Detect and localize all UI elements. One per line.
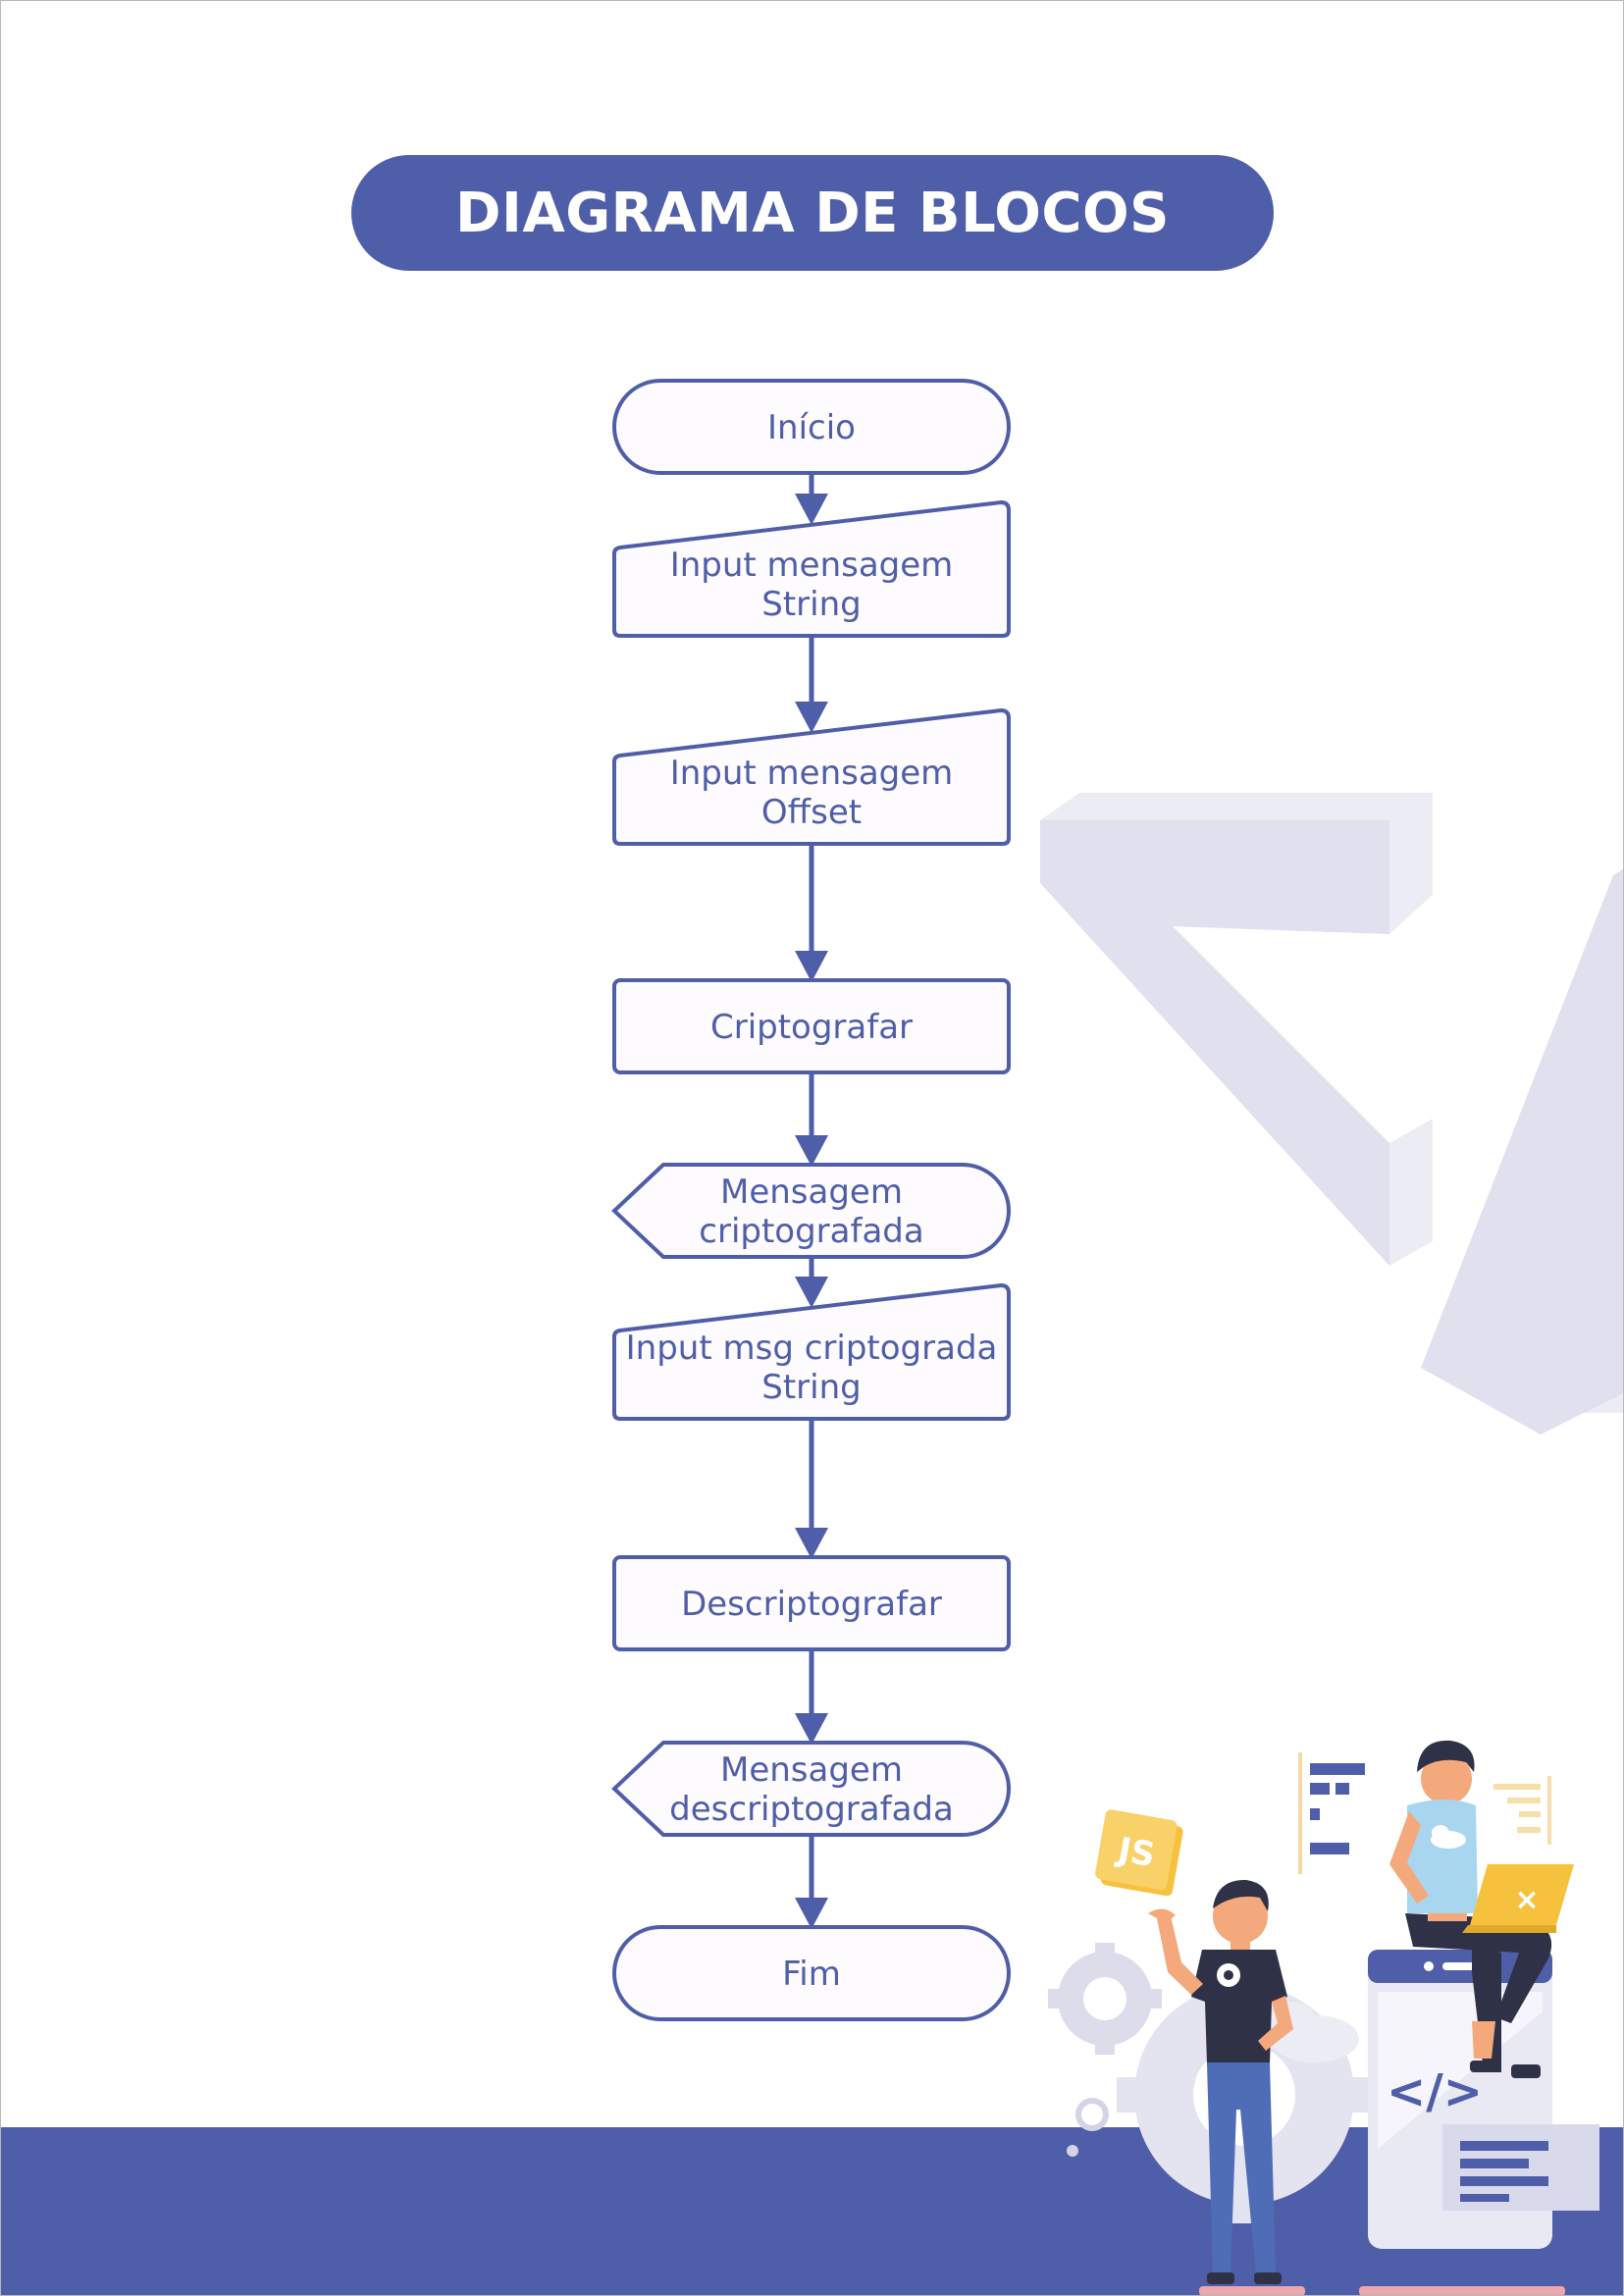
connector-inicio-to-input-mensagem-string xyxy=(795,473,828,525)
node-label: Input mensagem xyxy=(670,546,954,585)
code-lines-decoration xyxy=(1298,1752,1551,1874)
node-shape-process xyxy=(612,1555,1011,1651)
node-shape-manual-input xyxy=(612,1282,1011,1421)
node-label: Fim xyxy=(782,1955,841,1994)
node-descriptografar: Descriptografar xyxy=(612,1555,1011,1651)
node-shape-process xyxy=(612,978,1011,1074)
connector-mensagem-descriptografada-to-fim xyxy=(795,1835,828,1929)
connector-descriptografar-to-mensagem-descriptografada xyxy=(795,1649,828,1745)
node-label: Mensagem xyxy=(720,1173,903,1212)
connector-input-msg-criptograda-to-descriptografar xyxy=(795,1419,828,1559)
connector-mensagem-criptografada-to-input-msg-criptograda xyxy=(795,1257,828,1308)
node-shape-terminal xyxy=(612,379,1011,475)
node-label: Mensagem xyxy=(720,1750,903,1790)
code-icon: </> xyxy=(1387,2064,1483,2119)
js-badge-icon: JS xyxy=(1095,1809,1183,1897)
node-shape-display xyxy=(611,1163,1011,1259)
page-title: DIAGRAMA DE BLOCOS xyxy=(351,155,1274,271)
node-shape-display xyxy=(611,1741,1011,1837)
node-label: Input msg criptograda xyxy=(626,1329,998,1368)
node-label: criptografada xyxy=(699,1212,923,1251)
node-label: Offset xyxy=(761,793,862,832)
phone-illustration: </> xyxy=(1359,1950,1599,2296)
small-gear-icon xyxy=(1048,1943,1162,2055)
laptop-icon: × xyxy=(1462,1864,1574,1933)
connector-input-mensagem-offset-to-criptografar xyxy=(795,844,828,982)
svg-text:×: × xyxy=(1514,1883,1539,1917)
node-label: Criptografar xyxy=(710,1008,913,1047)
js-badge-label: JS xyxy=(1114,1830,1158,1875)
node-criptografar: Criptografar xyxy=(612,978,1011,1074)
bottom-band xyxy=(0,2127,1624,2296)
node-label: String xyxy=(761,585,861,624)
node-fim: Fim xyxy=(612,1925,1011,2021)
node-inicio: Início xyxy=(612,379,1011,475)
node-shape-terminal xyxy=(612,1925,1011,2021)
node-label: Descriptografar xyxy=(681,1585,942,1624)
shirt-gear-icon xyxy=(1217,1963,1240,1987)
connector-criptografar-to-mensagem-criptografada xyxy=(795,1072,828,1167)
shirt-cloud-icon xyxy=(1431,1825,1466,1849)
sitting-developer: × xyxy=(1389,1740,1574,2078)
node-shape-manual-input xyxy=(612,499,1011,638)
node-label: String xyxy=(761,1368,861,1407)
connector-input-mensagem-string-to-input-mensagem-offset xyxy=(795,636,828,733)
node-label: Input mensagem xyxy=(670,754,954,793)
node-label: Início xyxy=(767,408,856,447)
node-label: descriptografada xyxy=(669,1790,954,1829)
node-shape-manual-input xyxy=(612,707,1011,846)
standing-developer xyxy=(1148,1879,1305,2296)
